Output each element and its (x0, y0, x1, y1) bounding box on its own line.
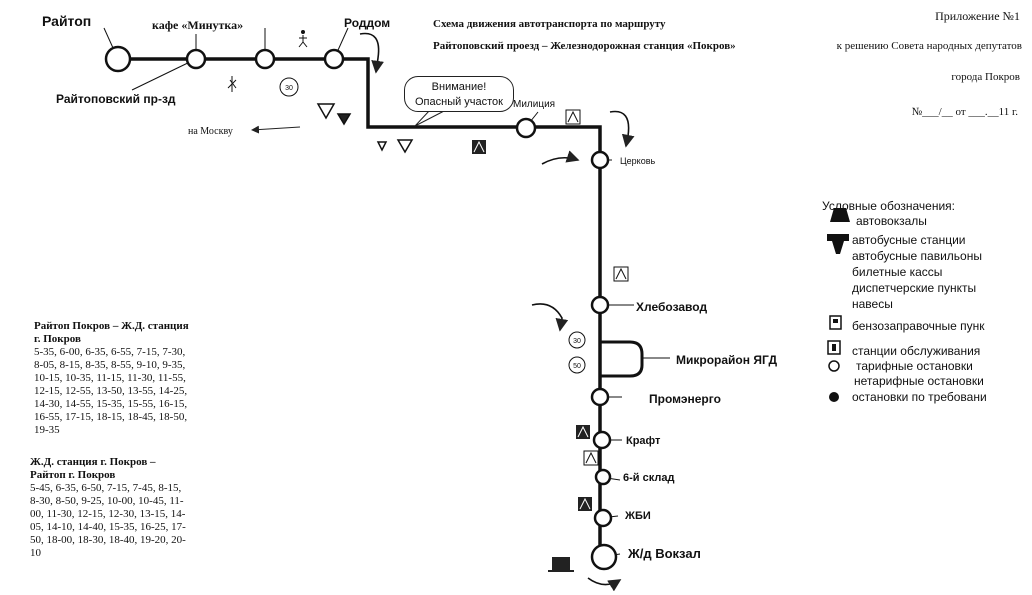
speed-sign-label: 30 (573, 338, 581, 345)
appendix-line: Приложение №1 (935, 9, 1020, 23)
to-moscow-label: на Москву (188, 126, 233, 137)
legend-item: диспетчерские пункты (852, 281, 977, 295)
turn-arrow-icon (359, 32, 384, 74)
warning-callout: Внимание! Опасный участок (404, 76, 514, 112)
warning-line1: Внимание! (431, 81, 487, 93)
moscow-arrow (251, 125, 301, 134)
stop-raitop-proezd (185, 48, 207, 70)
bus-station-legend-icon (827, 234, 849, 254)
station-label-vokzal: Ж/д Вокзал (628, 546, 701, 561)
appendix-line: города Покров (951, 71, 1020, 83)
station-label-roddom: Роддом (344, 16, 391, 30)
crosswalk-signs (227, 30, 629, 511)
station-label-sklad: 6-й склад (623, 472, 675, 484)
yield-sign-icon (316, 103, 336, 120)
speed-sign-icon (568, 356, 586, 374)
crosswalk-icon (613, 266, 629, 282)
fuel-icon (829, 315, 842, 330)
schedule-forward-times: 5-35, 6-00, 6-35, 6-55, 7-15, 7-30, 8-05… (34, 346, 188, 436)
legend-item: нетарифные остановки (854, 374, 984, 388)
crosswalk-icon (472, 140, 486, 154)
legend-title: Условные обозначения: (822, 199, 955, 213)
stop-vokzal (590, 543, 618, 571)
legend-item: остановки по требовани (852, 390, 987, 404)
yield-signs (316, 103, 414, 154)
small-mark-icon (376, 141, 388, 152)
schedule-return-times: 5-45, 6-35, 6-50, 7-15, 7-45, 8-15, 8-30… (30, 482, 186, 559)
legend-icons (827, 208, 850, 402)
yield-sign-icon (396, 139, 414, 154)
stops (104, 45, 618, 571)
no-entry-icon (336, 113, 352, 126)
legend-item: автобусные павильоны (852, 249, 982, 263)
legend-item: автобусные станции (852, 233, 966, 247)
speed-signs (279, 77, 586, 374)
legend-item: тарифные остановки (856, 359, 973, 373)
pedestrian-icon (298, 30, 308, 48)
appendix-line: №___/__ от ___.__11 г. (911, 106, 1018, 118)
speed-sign-icon (568, 331, 586, 349)
station-label-raitop: Райтоп (42, 13, 92, 29)
warning-pointer (414, 109, 447, 127)
turn-arrow-icon (531, 303, 569, 332)
request-stop-icon (829, 392, 839, 402)
pedestrian-icon (227, 76, 237, 92)
station-label-tserkov: Церковь (620, 156, 656, 166)
turn-arrow-icon (609, 110, 635, 148)
bus-station-icon (548, 557, 574, 572)
station-label-minutka: кафе «Минутка» (152, 18, 244, 32)
crosswalk-icon (576, 425, 590, 439)
stop-raitop (104, 45, 132, 73)
stop-kraft (592, 430, 612, 450)
turn-arrows (359, 32, 635, 592)
map-title-line2: Райтоповский проезд – Железнодорожная ст… (433, 40, 736, 52)
warning-line2: Опасный участок (414, 96, 503, 108)
stop-khlebozavod (590, 295, 610, 315)
schedule-forward: Райтоп Покров – Ж.Д. станция г. Покров 5… (34, 320, 196, 437)
station-label-raitop-proezd: Райтоповский пр-зд (56, 92, 176, 106)
map-title-line1: Схема движения автотранспорта по маршрут… (433, 18, 666, 30)
schedule-forward-title: Райтоп Покров – Ж.Д. станция г. Покров (34, 320, 189, 345)
legend-item: билетные кассы (852, 265, 943, 279)
legend-item: станции обслуживания (852, 344, 981, 358)
stop-sklad (594, 468, 612, 486)
schedule-return-title: Ж.Д. станция г. Покров – Райтоп г. Покро… (30, 456, 156, 481)
station-label-kraft: Крафт (626, 435, 661, 447)
station-label-promenergo: Промэнерго (649, 392, 721, 406)
schedule-return: Ж.Д. станция г. Покров – Райтоп г. Покро… (30, 456, 192, 560)
speed-sign-label: 30 (285, 85, 293, 92)
tariff-stop-icon (828, 360, 840, 372)
stop-minutka (254, 48, 276, 70)
stop-roddom (323, 48, 345, 70)
crosswalk-icon (578, 497, 592, 511)
turn-arrow-icon (587, 577, 622, 592)
speed-sign-label: 50 (573, 363, 581, 370)
stop-promenergo (590, 387, 610, 407)
crosswalk-icon (583, 450, 599, 466)
stop-zhbi (593, 508, 613, 528)
station-label-mikroraion: Микрорайон ЯГД (676, 353, 778, 367)
microrayon-loop (600, 340, 670, 378)
station-label-khlebozavod: Хлебозавод (636, 300, 708, 314)
bus-terminal-icon (830, 208, 850, 222)
stop-militsiya (515, 117, 537, 139)
legend-item: бензозаправочные пунк (852, 319, 985, 333)
legend-item: навесы (852, 297, 893, 311)
turn-arrow-icon (541, 150, 580, 165)
station-label-militsiya: Милиция (513, 99, 556, 110)
speed-sign-icon (279, 77, 299, 97)
legend-item: автовокзалы (856, 214, 927, 228)
crosswalk-icon (565, 109, 581, 125)
station-label-zhbi: ЖБИ (625, 510, 651, 522)
stop-tserkov (590, 150, 610, 170)
appendix-line: к решению Совета народных депутатов (836, 40, 1022, 52)
service-station-icon (827, 340, 841, 355)
